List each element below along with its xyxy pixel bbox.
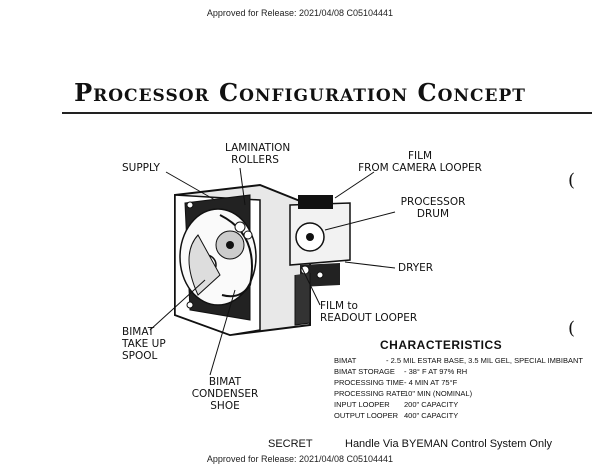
characteristics-title: CHARACTERISTICS bbox=[380, 338, 503, 352]
handling-caveat: Handle Via BYEMAN Control System Only bbox=[345, 438, 553, 450]
release-footer: Approved for Release: 2021/04/08 C051044… bbox=[206, 454, 394, 464]
release-header: Approved for Release: 2021/04/08 C051044… bbox=[206, 8, 394, 18]
page-title: Processor Configuration Concept bbox=[74, 78, 526, 107]
label-dryer: DRYER bbox=[398, 262, 434, 274]
processor-illustration bbox=[174, 183, 351, 337]
label-film-to-readout-looper: FILM to READOUT LOOPER bbox=[320, 300, 418, 324]
margin-mark: ( bbox=[568, 170, 576, 191]
label-film-from-camera-looper: FILM FROM CAMERA LOOPER bbox=[358, 150, 482, 174]
label-lamination-rollers: LAMINATION ROLLERS bbox=[225, 142, 291, 166]
margin-mark: ( bbox=[568, 318, 576, 339]
label-supply: SUPPLY bbox=[122, 162, 160, 174]
classification-marking: SECRET bbox=[268, 438, 313, 450]
characteristics-row: PROCESSING TIME- 4 MIN AT 75°F bbox=[334, 378, 458, 387]
label-bimat-take-up-spool: BIMAT TAKE UP SPOOL bbox=[122, 326, 166, 362]
characteristics-row: PROCESSING RATE10" MIN (NOMINAL) bbox=[334, 389, 473, 398]
label-bimat-condenser-shoe: BIMAT CONDENSER SHOE bbox=[191, 376, 259, 412]
label-processor-drum: PROCESSOR DRUM bbox=[400, 196, 466, 220]
characteristics-row: BIMAT STORAGE- 38° F AT 97% RH bbox=[334, 367, 468, 376]
title-underline bbox=[62, 112, 592, 114]
characteristics-table: BIMAT- 2.5 MIL ESTAR BASE, 3.5 MIL GEL, … bbox=[334, 355, 583, 421]
characteristics-row: BIMAT- 2.5 MIL ESTAR BASE, 3.5 MIL GEL, … bbox=[334, 356, 584, 365]
